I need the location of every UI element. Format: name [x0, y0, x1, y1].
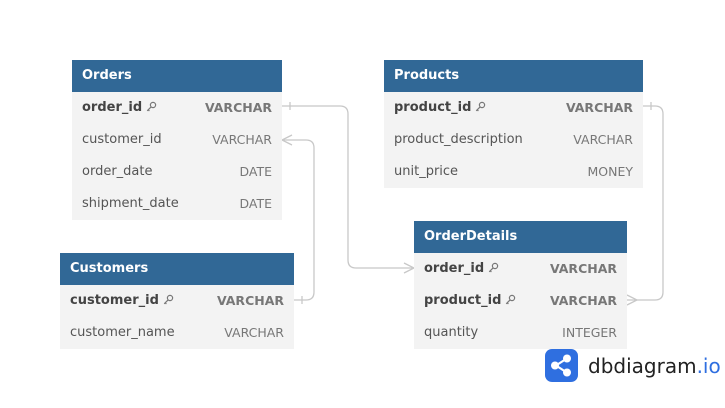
field-row[interactable]: unit_price MONEY	[384, 156, 643, 188]
field-row[interactable]: shipment_date DATE	[72, 188, 282, 220]
table-header[interactable]: Customers	[60, 253, 294, 285]
field-name-text: product_description	[394, 132, 523, 147]
field-name: product_id	[424, 285, 516, 318]
table-header[interactable]: OrderDetails	[414, 221, 627, 253]
key-icon	[163, 286, 174, 318]
field-row[interactable]: order_date DATE	[72, 156, 282, 188]
field-name: customer_id	[82, 124, 162, 156]
field-name-text: order_date	[82, 164, 153, 179]
brand-name: dbdiagram	[588, 354, 697, 378]
field-name-text: product_id	[394, 100, 472, 115]
field-name-text: customer_id	[70, 293, 159, 308]
field-type: VARCHAR	[565, 100, 633, 115]
field-type: VARCHAR	[224, 325, 284, 340]
field-type: VARCHAR	[212, 132, 272, 147]
field-row[interactable]: product_description VARCHAR	[384, 124, 643, 156]
key-icon	[475, 93, 486, 125]
connector-orders-customers	[282, 139, 315, 301]
table-header[interactable]: Products	[384, 60, 643, 92]
field-row[interactable]: customer_id VARCHAR	[60, 285, 294, 317]
field-type: DATE	[239, 164, 272, 179]
key-icon	[488, 254, 499, 286]
share-icon	[545, 349, 578, 382]
field-type: VARCHAR	[216, 293, 284, 308]
field-type: INTEGER	[562, 325, 617, 340]
field-name: product_description	[394, 124, 523, 156]
field-type: VARCHAR	[549, 293, 617, 308]
field-name: shipment_date	[82, 188, 179, 220]
field-type: VARCHAR	[204, 100, 272, 115]
field-name-text: unit_price	[394, 164, 459, 179]
brand-wordmark: dbdiagram.io	[588, 352, 721, 380]
key-icon	[505, 286, 516, 318]
field-type: VARCHAR	[573, 132, 633, 147]
field-name-text: order_id	[82, 100, 143, 115]
key-icon	[146, 93, 157, 125]
field-row[interactable]: order_id VARCHAR	[72, 92, 282, 124]
field-name-text: customer_name	[70, 325, 175, 340]
many-marker	[280, 134, 293, 146]
field-row[interactable]: order_id VARCHAR	[414, 253, 627, 285]
field-name: customer_name	[70, 317, 175, 349]
many-marker	[626, 294, 639, 306]
field-type: VARCHAR	[549, 261, 617, 276]
field-name: order_id	[424, 253, 499, 286]
brand-tld: .io	[696, 354, 721, 378]
field-name: order_date	[82, 156, 152, 188]
field-row[interactable]: product_id VARCHAR	[384, 92, 643, 124]
field-type: MONEY	[587, 164, 633, 179]
field-row[interactable]: product_id VARCHAR	[414, 285, 627, 317]
field-name: order_id	[82, 92, 157, 125]
field-name: customer_id	[70, 285, 174, 318]
table-header[interactable]: Orders	[72, 60, 282, 92]
field-name-text: order_id	[424, 261, 485, 276]
field-row[interactable]: quantity INTEGER	[414, 317, 627, 349]
field-name: unit_price	[394, 156, 458, 188]
connector-products-orderdetails	[627, 105, 664, 301]
field-row[interactable]: customer_name VARCHAR	[60, 317, 294, 349]
field-name: quantity	[424, 317, 478, 349]
connector-orders-orderdetails	[282, 105, 414, 269]
field-name-text: customer_id	[82, 132, 162, 147]
field-name: product_id	[394, 92, 486, 125]
field-name-text: quantity	[424, 325, 479, 340]
field-name-text: shipment_date	[82, 196, 179, 211]
field-row[interactable]: customer_id VARCHAR	[72, 124, 282, 156]
field-type: DATE	[239, 196, 272, 211]
field-name-text: product_id	[424, 293, 502, 308]
